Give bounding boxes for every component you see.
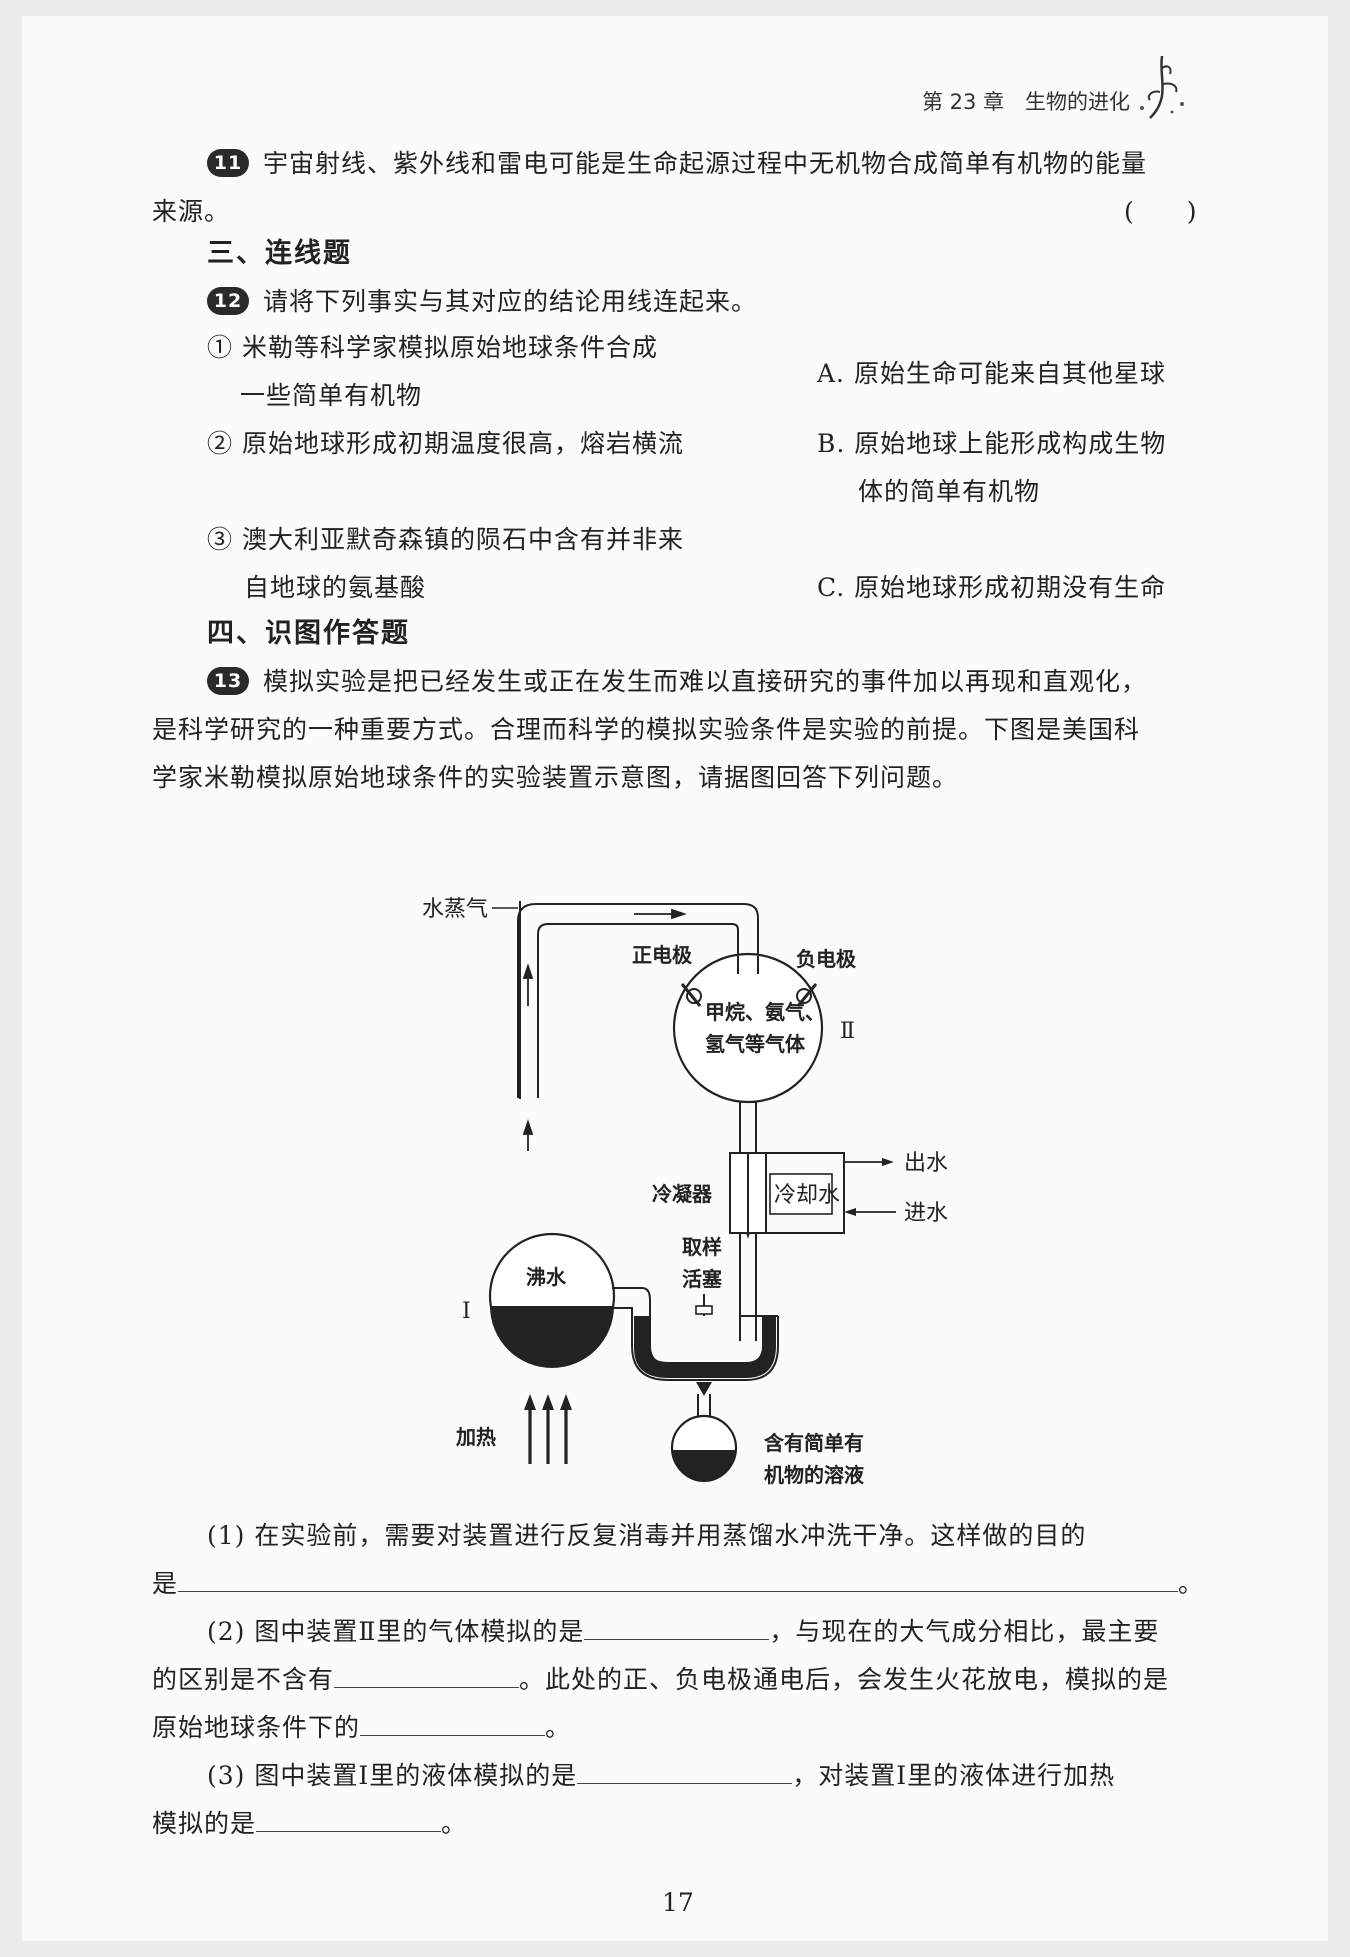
label-positive-electrode: 正电极 <box>632 943 693 967</box>
label-solution-1: 含有简单有 <box>764 1431 864 1455</box>
plant-ornament-icon <box>1140 55 1184 119</box>
sub2-line1: (2) 图中装置Ⅱ里的气体模拟的是，与现在的大气成分相比，最主要 <box>207 1608 1159 1656</box>
negative-electrode-icon <box>796 983 818 1007</box>
chapter-number: 第 23 章 <box>922 90 1005 114</box>
page-number: 17 <box>662 1888 694 1917</box>
question-number-badge: 13 <box>207 666 249 695</box>
label-roman-1: Ⅰ <box>462 1299 471 1324</box>
fact-3-line1: ③ 澳大利亚默奇森镇的陨石中含有并非来 <box>207 525 684 554</box>
section-heading-diagram: 四、识图作答题 <box>207 618 410 649</box>
label-gases-2: 氢气等气体 <box>705 1032 806 1056</box>
label-heating: 加热 <box>455 1425 496 1449</box>
answer-blank-2a[interactable] <box>584 1609 770 1640</box>
answer-blank-2b[interactable] <box>334 1657 520 1688</box>
q13-line2: 是科学研究的一种重要方式。合理而科学的模拟实验条件是实验的前提。下图是美国科 <box>152 715 1141 744</box>
q12-stem-line: 12 请将下列事实与其对应的结论用线连起来。 <box>207 278 757 326</box>
label-cooling-water: 冷却水 <box>774 1183 840 1208</box>
answer-blank-2c[interactable] <box>360 1705 546 1736</box>
q12-stem: 请将下列事实与其对应的结论用线连起来。 <box>263 287 758 316</box>
answer-blank-1[interactable] <box>178 1561 1179 1592</box>
q13-line1: 13 模拟实验是把已经发生或正在发生而难以直接研究的事件加以再现和直观化， <box>207 658 1147 706</box>
positive-electrode-icon <box>680 983 702 1007</box>
conclusion-c: C. 原始地球形成初期没有生命 <box>817 573 1167 602</box>
chapter-title: 生物的进化 <box>1025 90 1130 114</box>
heat-arrows-icon <box>524 1394 572 1464</box>
conclusion-b-line1: B. 原始地球上能形成构成生物 <box>817 429 1167 458</box>
sub3-line2: 模拟的是。 <box>152 1800 467 1848</box>
flask-ii <box>672 952 824 1104</box>
sub2-line2: 的区别是不含有。此处的正、负电极通电后，会发生火花放电，模拟的是 <box>152 1656 1169 1704</box>
fact-3-line2: 自地球的氨基酸 <box>244 573 427 602</box>
label-water-out: 出水 <box>904 1151 948 1176</box>
fact-2: ② 原始地球形成初期温度很高，熔岩横流 <box>207 429 684 458</box>
flask-i-liquid <box>490 1306 614 1368</box>
q13-line3: 学家米勒模拟原始地球条件的实验装置示意图，请据图回答下列问题。 <box>152 763 959 792</box>
label-boiling-water: 沸水 <box>526 1265 567 1289</box>
stopcock-icon <box>695 1294 713 1396</box>
label-sampling-1: 取样 <box>682 1235 722 1259</box>
label-solution-2: 机物的溶液 <box>764 1463 865 1487</box>
sub1-line1: (1) 在实验前，需要对装置进行反复消毒并用蒸馏水冲洗干净。这样做的目的 <box>207 1521 1087 1550</box>
fact-1-line1: ① 米勒等科学家模拟原始地球条件合成 <box>207 333 658 362</box>
sub3-line1: (3) 图中装置Ⅰ里的液体模拟的是，对装置Ⅰ里的液体进行加热 <box>207 1752 1115 1800</box>
section-heading-matching: 三、连线题 <box>207 238 352 269</box>
q13-text: 模拟实验是把已经发生或正在发生而难以直接研究的事件加以再现和直观化， <box>263 667 1148 696</box>
answer-parentheses: ( ) <box>1124 197 1198 226</box>
conclusion-b-line2: 体的简单有机物 <box>858 477 1041 506</box>
label-negative-electrode: 负电极 <box>796 947 857 971</box>
label-sampling-2: 活塞 <box>682 1267 723 1291</box>
label-condenser: 冷凝器 <box>652 1182 713 1206</box>
label-roman-2: Ⅱ <box>840 1019 855 1044</box>
label-water-in: 进水 <box>904 1201 948 1226</box>
label-gases-1: 甲烷、氨气、 <box>705 1000 825 1024</box>
question-number-badge: 11 <box>207 148 249 177</box>
q11-text: 宇宙射线、紫外线和雷电可能是生命起源过程中无机物合成简单有机物的能量 <box>263 149 1148 178</box>
answer-blank-3a[interactable] <box>577 1753 793 1784</box>
q11-line2: 来源。 <box>152 197 231 226</box>
sub1-line2: 是。 <box>152 1560 1204 1608</box>
label-water-vapor: 水蒸气 <box>422 897 488 922</box>
q11-line1: 11 宇宙射线、紫外线和雷电可能是生命起源过程中无机物合成简单有机物的能量 <box>207 140 1147 188</box>
fact-1-line2: 一些简单有机物 <box>240 381 423 410</box>
conclusion-a: A. 原始生命可能来自其他星球 <box>817 359 1166 388</box>
sub2-line3: 原始地球条件下的。 <box>152 1704 571 1752</box>
answer-blank-3b[interactable] <box>256 1801 442 1832</box>
miller-experiment-diagram: 水蒸气 甲烷、氨气、 氢气等气体 Ⅱ 正电极 负电极 冷凝器 冷却水 <box>422 897 948 1487</box>
question-number-badge: 12 <box>207 286 249 315</box>
page: 第 23 章 生物的进化 11 宇宙射线、紫外线和雷电可能是生命起源过程中无机物合… <box>22 16 1328 1941</box>
